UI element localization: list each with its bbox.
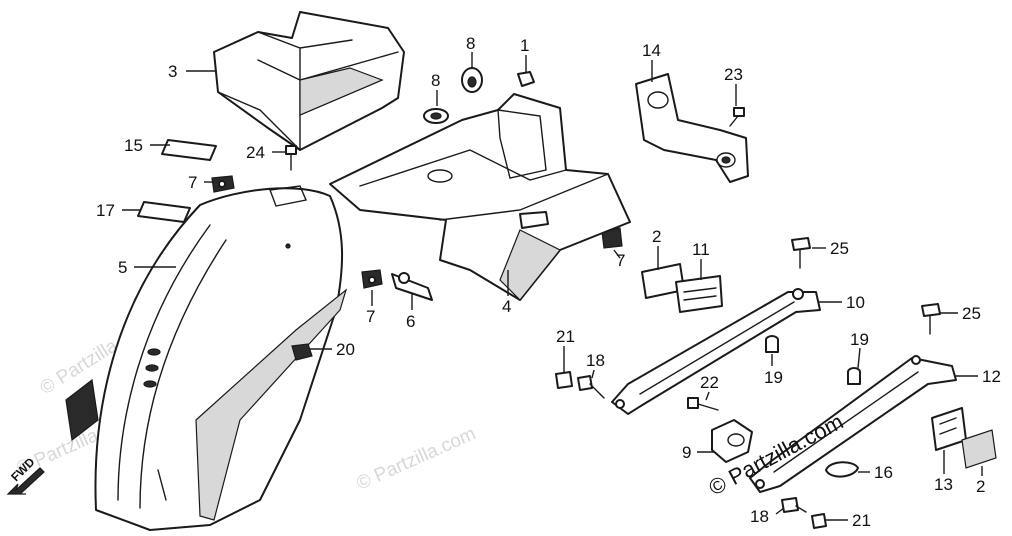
part-5-fender (65, 185, 348, 531)
leader-lines (122, 52, 983, 521)
part-11-plate (675, 275, 723, 313)
part-4-carrier (329, 93, 631, 301)
callout-7: 7 (616, 251, 625, 270)
callout-21: 21 (852, 511, 871, 530)
part-22-bolt (687, 397, 719, 411)
part-23-screw (729, 107, 745, 127)
part-10-stay (611, 288, 821, 415)
callout-2: 2 (976, 477, 985, 496)
part-25-bolt (921, 303, 941, 335)
part-7-clip (211, 175, 235, 193)
callout-7: 7 (366, 307, 375, 326)
part-13-plate (931, 407, 967, 451)
part-8-grommet (461, 67, 483, 93)
part-21-nut (555, 371, 573, 389)
callout-24: 24 (246, 143, 265, 162)
callout-6: 6 (406, 312, 415, 331)
callout-18: 18 (586, 351, 605, 370)
part-19-collar (765, 335, 779, 353)
part-2-reflector (961, 429, 997, 469)
part-18-bolt (781, 497, 807, 513)
callout-4: 4 (502, 297, 511, 316)
callout-25: 25 (830, 239, 849, 258)
callout-12: 12 (982, 367, 1001, 386)
callout-15: 15 (124, 136, 143, 155)
callouts: 3 8 8 1 14 23 15 24 7 17 5 2 11 25 7 10 … (96, 34, 1001, 530)
part-21-nut (811, 513, 827, 529)
callout-21: 21 (556, 327, 575, 346)
callout-25: 25 (962, 304, 981, 323)
part-12-stay (749, 355, 957, 493)
callout-10: 10 (846, 293, 865, 312)
part-18-bolt (577, 375, 605, 399)
callout-19: 19 (850, 330, 869, 349)
callout-18: 18 (750, 507, 769, 526)
part-25-bolt (791, 237, 811, 269)
part-19-collar (847, 367, 861, 385)
callout-9: 9 (682, 443, 691, 462)
callout-8: 8 (431, 71, 440, 90)
callout-14: 14 (642, 41, 661, 60)
callout-7: 7 (188, 173, 197, 192)
part-17-pad (137, 201, 191, 223)
callout-2: 2 (652, 227, 661, 246)
callout-11: 11 (692, 240, 710, 259)
part-24-bolt (285, 145, 297, 171)
callout-23: 23 (724, 65, 743, 84)
watermark-faint: © Partzilla.com (353, 423, 479, 494)
callout-1: 1 (520, 36, 529, 55)
part-15-pad (161, 139, 217, 161)
part-6-holder (391, 272, 433, 301)
part-9-bracket (711, 419, 753, 463)
part-3-tray (213, 11, 405, 151)
callout-17: 17 (96, 201, 115, 220)
part-8-grommet (423, 108, 449, 124)
part-20-clip (291, 343, 313, 361)
part-16-cap (825, 461, 859, 478)
callout-3: 3 (168, 62, 177, 81)
callout-13: 13 (934, 475, 953, 494)
part-1-nut (517, 71, 535, 87)
callout-16: 16 (874, 463, 893, 482)
callout-20: 20 (336, 340, 355, 359)
callout-19: 19 (764, 368, 783, 387)
callout-22: 22 (700, 373, 719, 392)
part-7-clip (361, 269, 383, 289)
callout-5: 5 (118, 258, 127, 277)
callout-8: 8 (466, 34, 475, 53)
part-14-bracket (635, 73, 749, 183)
